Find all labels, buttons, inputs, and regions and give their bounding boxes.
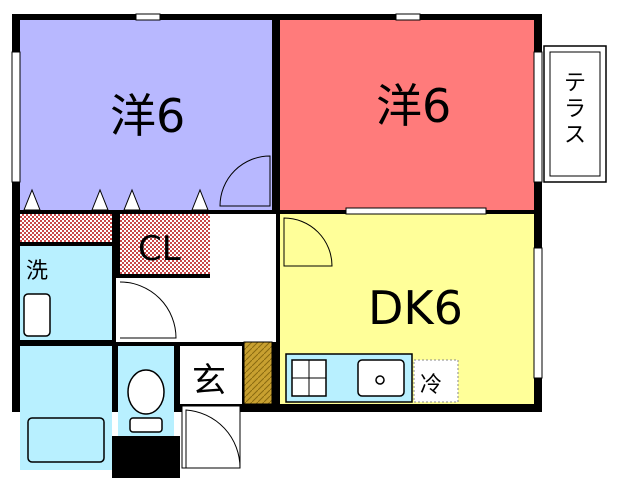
hallway-lower: [116, 278, 276, 342]
entrance-step: [181, 405, 241, 469]
window-top-right: [395, 13, 421, 21]
window-right-room: [533, 51, 543, 183]
western-room-right: [280, 20, 534, 210]
sliding-partition: [345, 207, 487, 215]
closet-door-4: [191, 188, 209, 211]
closet-door-2: [91, 188, 109, 211]
closet: [120, 214, 210, 274]
entrance-door-swing: [185, 409, 241, 469]
toilet-lower-wall: [112, 436, 180, 478]
closet-label: CL: [138, 229, 181, 269]
entrance-label: 玄: [192, 361, 226, 401]
terrace-label: テラス: [564, 71, 586, 148]
door-swing-wash: [119, 281, 177, 339]
entrance-area: [180, 346, 242, 404]
western-room-right-label: 洋6: [376, 79, 451, 133]
window-left: [11, 51, 21, 183]
dining-kitchen-label: DK6: [368, 281, 463, 335]
refrigerator-label: 冷: [420, 373, 442, 398]
terrace-inner: [549, 51, 601, 177]
sink-icon: [357, 359, 405, 397]
shoe-box: [243, 341, 273, 405]
bathtub: [27, 417, 105, 463]
western-room-left: [20, 20, 272, 210]
closet-strip: [20, 214, 112, 242]
western-room-left-label: 洋6: [110, 89, 185, 143]
toilet-tank: [129, 417, 163, 433]
closet-door-3: [123, 188, 141, 211]
window-top-left: [135, 13, 161, 21]
closet-door-1: [23, 188, 41, 211]
fridge-space: [413, 359, 459, 403]
washroom-label: 洗: [26, 259, 48, 284]
toilet-bowl: [127, 369, 165, 415]
wash-basin: [23, 293, 51, 337]
door-swing-dk: [283, 217, 333, 267]
door-swing-left-room: [219, 155, 271, 207]
window-dk-right: [533, 247, 543, 379]
bathroom: [20, 346, 112, 470]
